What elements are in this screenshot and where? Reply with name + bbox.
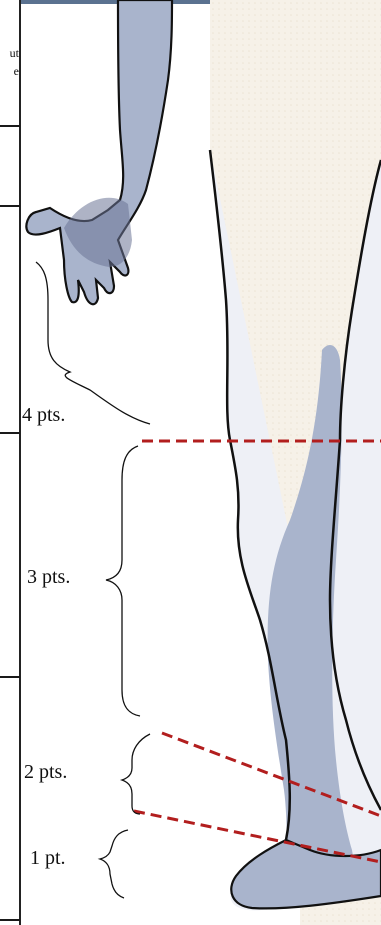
zone-label-1-pt: 1 pt. <box>30 848 66 868</box>
zone-label-4-pts: 4 pts. <box>22 405 65 425</box>
brace-3-pts <box>106 446 140 716</box>
brace-2-pts <box>122 734 150 814</box>
zone-label-2-pts: 2 pts. <box>24 762 67 782</box>
brace-1-pt <box>100 830 128 898</box>
zone-label-3-pts: 3 pts. <box>27 567 70 587</box>
